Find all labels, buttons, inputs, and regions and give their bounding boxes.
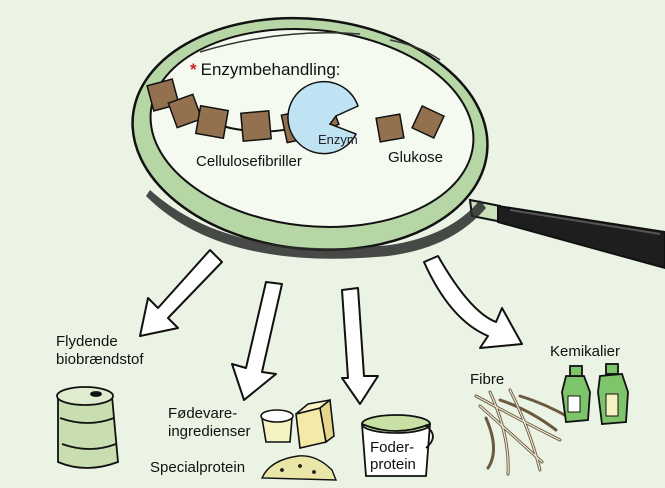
glucose-unit [167, 93, 203, 129]
label-feed-line1: Foder- [370, 439, 415, 456]
glucose-unit [375, 113, 405, 143]
glucose-unit [240, 110, 272, 142]
label-glucose: Glukose [388, 149, 444, 166]
label-chemicals: Kemikalier [550, 343, 621, 360]
label-biofuel-line1: Flydende [56, 333, 118, 350]
glucose-unit [411, 105, 445, 139]
label-specialprotein: Specialprotein [150, 459, 246, 476]
arrow-to-biofuel [139, 249, 223, 337]
label-feed-line2: protein [370, 456, 416, 473]
arrow-to-food [231, 281, 283, 401]
label-biofuel-line2: biobrændstof [56, 351, 144, 368]
heading-text: Enzymbehandling: [200, 60, 341, 79]
magnifier-heading: *Enzymbehandling: [190, 60, 341, 79]
powder-pile-icon [260, 455, 338, 481]
barrel-icon [56, 386, 119, 469]
label-fibres: Fibre [470, 371, 505, 388]
label-enzyme: Enzym [318, 132, 358, 147]
bucket-icon [361, 414, 434, 477]
glucose-unit [194, 104, 230, 140]
enzyme-shape [287, 80, 359, 155]
food-ingredients-icon [260, 398, 335, 449]
label-food-line1: Fødevare- [168, 405, 238, 422]
fibres-icon-highlight [475, 389, 561, 475]
asterisk-icon: * [190, 60, 197, 79]
rim-shading [146, 190, 486, 259]
label-food-line2: ingredienser [168, 423, 251, 440]
chemical-bottles-icon [561, 363, 629, 425]
label-cellulose: Cellulosefibriller [196, 153, 302, 170]
arrow-to-feed [341, 287, 379, 405]
free-glucose [375, 105, 445, 143]
fibres-icon [474, 388, 572, 476]
magnifier-handle [468, 198, 665, 270]
arrow-to-fibres [423, 255, 523, 349]
